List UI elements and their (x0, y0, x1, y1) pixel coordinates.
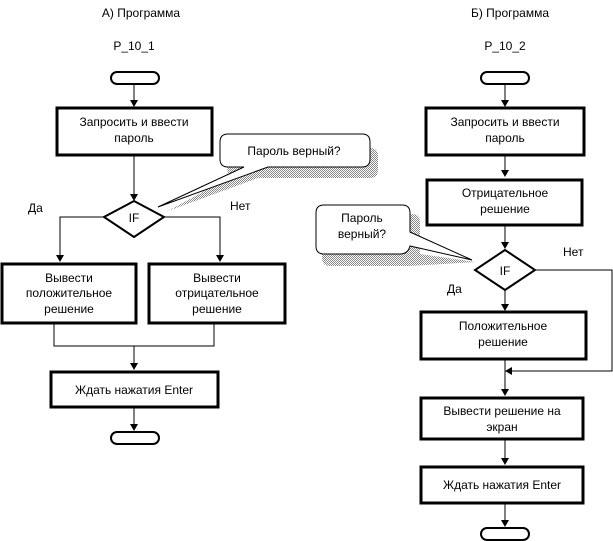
decision-label-a: IF (129, 211, 140, 225)
negative-line1: Вывести (193, 271, 241, 285)
start-terminal-b (480, 71, 530, 85)
output-line2-b: экран (486, 420, 517, 434)
arrow-head (501, 458, 509, 465)
arrow-head (56, 255, 64, 262)
positive-decision-box-b (419, 310, 588, 361)
request-password-line2-b: пароль (485, 131, 525, 145)
arrow-head (501, 100, 509, 107)
arrow-head (130, 363, 138, 370)
positive-line2-b: решение (478, 335, 528, 349)
arrow-head (130, 100, 138, 107)
wait-enter-text-a: Ждать нажатия Enter (75, 383, 193, 397)
flowchart-a-name: P_10_1 (113, 39, 155, 53)
yes-label-b: Да (447, 282, 462, 296)
request-password-line1: Запросить и ввести (79, 115, 188, 129)
yes-connector-a (59, 216, 104, 255)
decision-label-b: IF (500, 264, 511, 278)
callout-bubble-a (157, 133, 371, 208)
request-password-line2: пароль (114, 131, 154, 145)
arrow-head (216, 255, 224, 262)
callout-bubble-b (315, 204, 473, 261)
negative-line2-b: решение (480, 202, 530, 216)
callout-line2-b: верный? (338, 227, 387, 241)
arrow-head (501, 304, 509, 311)
start-terminal-a (110, 71, 160, 85)
positive-line2: положительное (26, 286, 113, 300)
flowchart-a: А) Программа P_10_1 Запросить и ввести п… (0, 6, 378, 445)
no-connector-b (512, 269, 613, 372)
flowchart-a-title: А) Программа (102, 6, 181, 20)
merge-connector-a (53, 323, 215, 347)
arrow-head (501, 170, 509, 177)
negative-output-box-a (147, 262, 287, 325)
wait-enter-text-b: Ждать нажатия Enter (443, 478, 561, 492)
arrow-head (130, 194, 138, 201)
callout-text-a: Пароль верный? (247, 144, 341, 158)
positive-line1-b: Положительное (459, 319, 548, 333)
output-decision-box-b (419, 396, 585, 441)
no-connector-a (164, 216, 221, 255)
flowchart-b-name: P_10_2 (484, 39, 526, 53)
wait-enter-box-b (419, 465, 585, 505)
negative-decision-box-b (425, 178, 584, 227)
wait-enter-box-a (49, 370, 220, 409)
arrow-head (501, 520, 509, 527)
no-label-b: Нет (563, 245, 584, 259)
flowchart-b: Б) Программа P_10_2 Запросить и ввести п… (315, 6, 613, 541)
flowchart-b-title: Б) Программа (471, 6, 549, 20)
arrow-head (501, 242, 509, 249)
end-terminal-b (480, 527, 530, 541)
end-terminal-a (110, 431, 160, 445)
positive-line1: Вывести (45, 271, 93, 285)
negative-line3: решение (192, 302, 242, 316)
request-password-line1-b: Запросить и ввести (450, 115, 559, 129)
arrow-head (505, 367, 512, 375)
arrow-head (130, 424, 138, 431)
positive-line3: решение (44, 302, 94, 316)
no-label-a: Нет (230, 199, 251, 213)
yes-label-a: Да (28, 201, 43, 215)
arrow-head (501, 389, 509, 396)
negative-line2: отрицательное (175, 286, 259, 300)
callout-line1-b: Пароль (341, 211, 383, 225)
output-line1-b: Вывести решение на (443, 404, 561, 418)
decision-diamond-a (102, 199, 166, 239)
positive-output-box-a (0, 262, 138, 325)
negative-line1-b: Отрицательное (462, 186, 549, 200)
